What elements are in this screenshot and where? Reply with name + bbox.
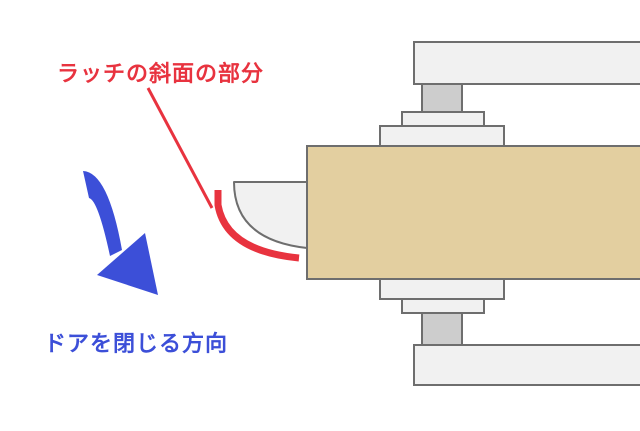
top-shaft bbox=[421, 83, 463, 113]
bottom-washer-small bbox=[401, 298, 485, 314]
top-frame-bracket bbox=[413, 41, 640, 85]
latch-label-leader-line bbox=[146, 87, 214, 209]
door-direction-label: ドアを閉じる方向 bbox=[44, 332, 229, 357]
door-direction-arrow-shaft bbox=[83, 171, 122, 256]
latch-slope-label: ラッチの斜面の部分 bbox=[57, 62, 265, 87]
door-direction-arrowhead bbox=[97, 233, 158, 295]
latch-bolt bbox=[233, 181, 308, 249]
wood-door-block bbox=[306, 145, 640, 280]
latch-slope-highlight bbox=[214, 190, 300, 262]
top-washer-small bbox=[401, 111, 485, 127]
bottom-shaft bbox=[421, 312, 463, 346]
top-washer-large bbox=[379, 125, 505, 147]
bottom-washer-large bbox=[379, 278, 505, 300]
bottom-frame-bracket bbox=[413, 344, 640, 386]
